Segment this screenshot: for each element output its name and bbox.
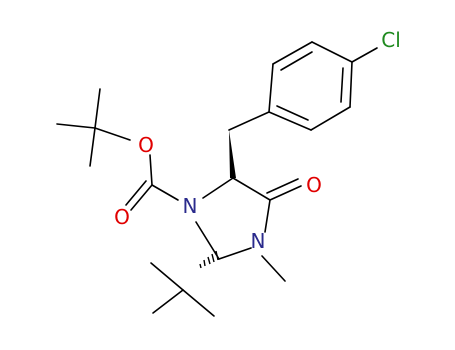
hashed-wedge-bond	[199, 250, 219, 269]
bond	[150, 262, 184, 291]
cl-label: Cl	[381, 28, 401, 52]
bond	[195, 221, 220, 260]
bond	[264, 199, 271, 233]
n3-label: N	[251, 229, 266, 253]
bond	[232, 177, 271, 201]
bond	[125, 180, 147, 206]
bond	[272, 41, 313, 65]
bond	[94, 127, 131, 141]
bond	[149, 154, 153, 186]
bond	[182, 289, 215, 317]
wedge-bond	[229, 130, 236, 178]
bond	[268, 63, 274, 113]
bond	[218, 247, 252, 260]
bond	[56, 123, 96, 129]
bond	[276, 105, 309, 121]
bond	[310, 106, 351, 131]
bond	[228, 111, 270, 131]
bond	[202, 177, 234, 199]
bond	[280, 51, 313, 71]
bond	[89, 127, 96, 167]
bond	[268, 111, 312, 131]
bond	[152, 289, 184, 314]
bond	[340, 67, 344, 103]
bond	[311, 41, 353, 63]
bond	[349, 61, 353, 108]
bond	[94, 88, 101, 129]
bond	[261, 255, 286, 282]
bond	[269, 185, 302, 201]
ketone-oxygen-label: O	[306, 173, 322, 197]
bond	[151, 184, 179, 201]
bond	[130, 184, 153, 211]
bond	[351, 47, 378, 63]
n1-label: N	[183, 194, 198, 218]
ester-oxygen-label: O	[138, 133, 154, 157]
boc-carbonyl-oxygen-label: O	[114, 205, 130, 229]
bond	[266, 178, 299, 194]
